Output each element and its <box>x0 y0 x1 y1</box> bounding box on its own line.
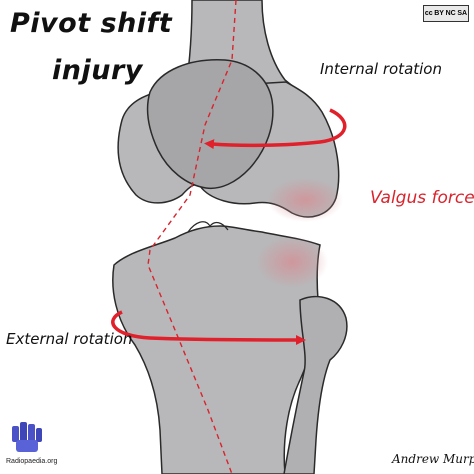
internal-rotation-label: Internal rotation <box>320 60 442 78</box>
site-name[interactable]: Radiopaedia.org <box>6 458 58 465</box>
internal-rotation-arrow <box>204 108 347 150</box>
tibia-impact-zone <box>256 236 328 288</box>
license-badge[interactable]: cc BY NC SA <box>423 5 469 22</box>
title-line-2: injury <box>52 55 143 86</box>
license-nc: NC <box>445 10 456 17</box>
author-signature: Andrew Murphy <box>392 452 474 466</box>
patella <box>146 59 274 190</box>
title-line-1: Pivot shift <box>10 8 173 39</box>
radiopaedia-fist-icon <box>12 422 42 452</box>
fibula <box>283 295 348 474</box>
license-sa: SA <box>457 10 468 17</box>
license-cc: cc <box>424 10 433 17</box>
tibial-spines <box>187 221 229 233</box>
femur-impact-zone <box>267 178 343 222</box>
external-rotation-label: External rotation <box>6 330 133 348</box>
external-rotation-arrow <box>111 310 306 345</box>
axis-dashed-line <box>147 0 237 474</box>
valgus-force-label: Valgus force <box>370 188 474 208</box>
license-by: BY <box>434 10 444 17</box>
